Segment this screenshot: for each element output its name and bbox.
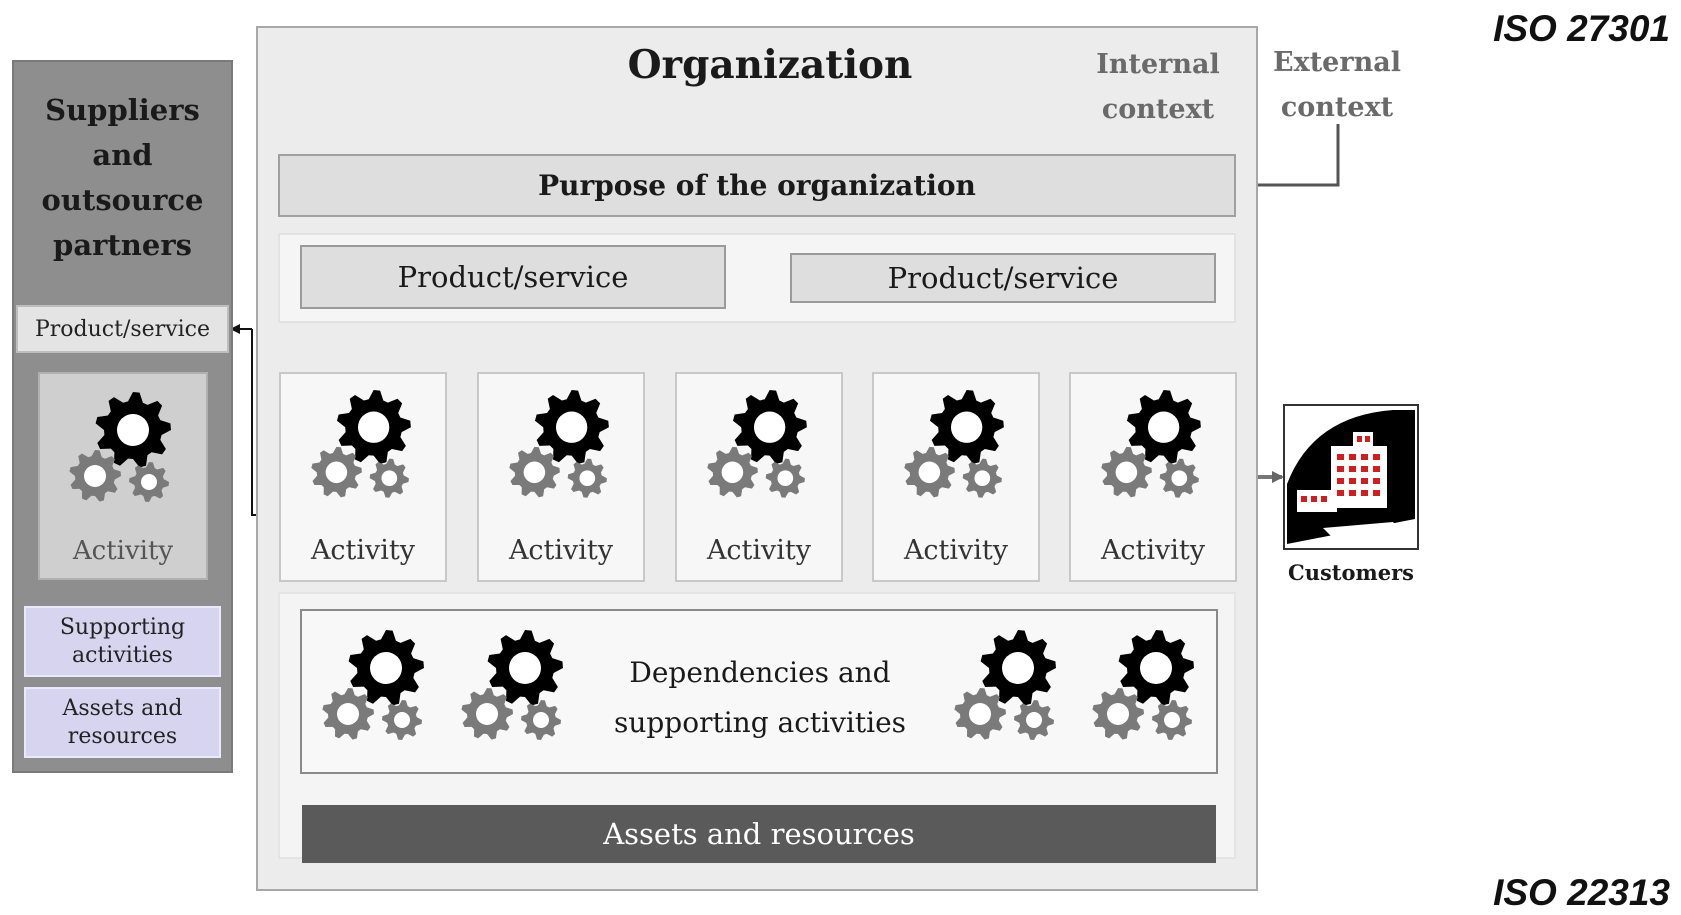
purpose-box: Purpose of the organization — [278, 154, 1236, 217]
dependencies-line: supporting activities — [613, 706, 907, 739]
assets-resources-line: resources — [67, 723, 178, 749]
activity-label: Activity — [706, 535, 812, 566]
activity-label: Activity — [508, 535, 614, 566]
activity-label: Activity — [903, 535, 1009, 566]
gear-cluster-icon — [954, 630, 1056, 740]
product-service-box: Product/service — [790, 253, 1216, 303]
dependencies-box — [300, 609, 1218, 774]
suppliers-title-line: partners — [53, 228, 192, 262]
external-context-arrow — [1236, 124, 1340, 191]
external-context-label: External context — [1262, 40, 1412, 130]
activity-label: Activity — [1100, 535, 1206, 566]
suppliers-title-line: Suppliers — [45, 93, 200, 127]
suppliers-title: Suppliers and outsource partners — [12, 88, 233, 268]
gear-cluster-icon — [509, 390, 609, 498]
iso-22313-label: ISO 22313 — [1493, 872, 1670, 913]
assets-resources-box: Assets and resources — [24, 687, 221, 758]
gear-cluster-icon — [69, 392, 171, 502]
internal-context-line: Internal — [1096, 49, 1220, 80]
suppliers-title-line: outsource — [41, 183, 204, 217]
gear-cluster-icon — [311, 390, 411, 498]
gear-cluster-icon — [461, 630, 563, 740]
product-service-box: Product/service — [300, 245, 726, 309]
suppliers-title-line: and — [92, 138, 153, 172]
gear-cluster-icon — [707, 390, 807, 498]
dependencies-line: Dependencies and — [629, 656, 891, 689]
dependencies-label: Dependencies and supporting activities — [600, 648, 920, 748]
supplier-product-service-box: Product/service — [16, 305, 229, 353]
supporting-activities-line: Supporting — [59, 614, 186, 640]
supporting-activities-line: activities — [72, 642, 173, 668]
gear-cluster-icon — [1092, 630, 1194, 740]
external-context-line: context — [1280, 92, 1394, 123]
gear-cluster-icon — [322, 630, 424, 740]
assets-resources-bar: Assets and resources — [302, 805, 1216, 863]
gear-cluster-icon — [904, 390, 1004, 498]
customers-label: Customers — [1288, 560, 1414, 585]
iso-27301-label: ISO 27301 — [1493, 8, 1670, 49]
activity-label: Activity — [310, 535, 416, 566]
customers-icon — [1283, 404, 1419, 550]
supporting-activities-box: Supporting activities — [24, 606, 221, 677]
activity-label: Activity — [72, 536, 174, 566]
internal-context-line: context — [1101, 94, 1215, 125]
internal-context-label: Internal context — [1088, 42, 1228, 132]
gear-cluster-icon — [1101, 390, 1201, 498]
external-context-line: External — [1273, 47, 1401, 78]
assets-resources-line: Assets and — [62, 695, 183, 721]
organization-title: Organization — [627, 42, 913, 88]
